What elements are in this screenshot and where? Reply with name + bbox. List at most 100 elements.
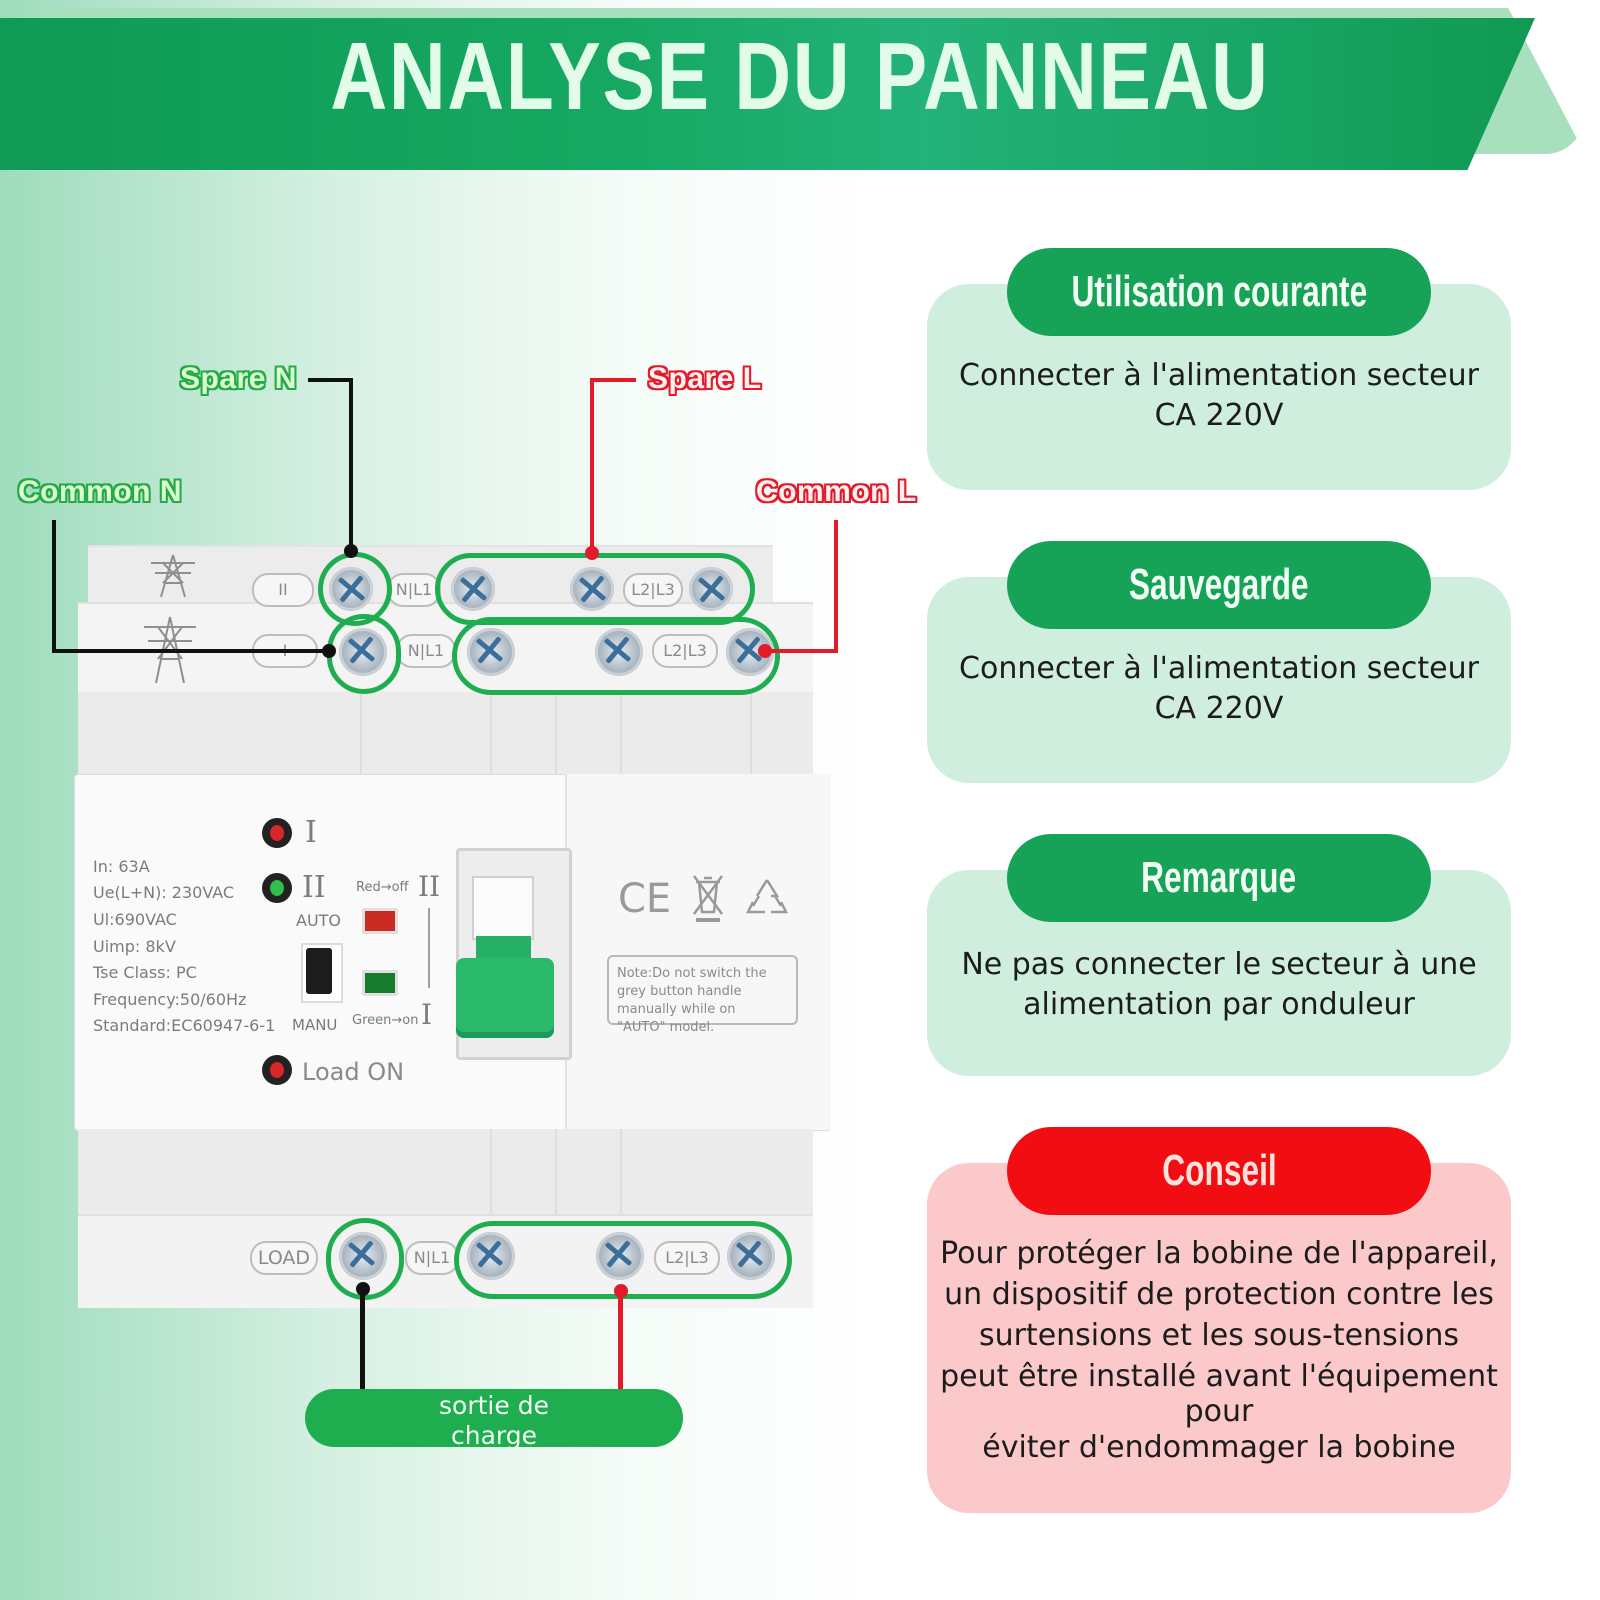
power-tower-icon	[151, 554, 195, 598]
led-label-two: II	[302, 870, 326, 905]
terminal-pill-l2l3: L2|L3	[652, 634, 718, 668]
red-off-label: Red→off	[356, 880, 409, 895]
wire-common-n-v	[52, 520, 56, 653]
wire-common-l-v	[834, 520, 838, 653]
terminal-pill-l2l3: L2|L3	[654, 1241, 720, 1275]
weee-bin-icon	[692, 875, 724, 922]
led-label-load-on: Load ON	[302, 1058, 405, 1086]
wire-load-l	[618, 1290, 623, 1392]
label-spare-n: Spare N	[180, 362, 297, 395]
label-spare-l: Spare L	[648, 362, 762, 395]
seam	[555, 692, 557, 774]
common-n-terminal-ring	[327, 614, 401, 694]
card-text-line: Connecter à l'alimentation secteur	[959, 651, 1479, 686]
label-common-l: Common L	[756, 475, 917, 508]
card-title-text: Remarque	[1141, 853, 1297, 902]
card-text-line: pour	[1184, 1394, 1254, 1429]
load-output-line2: charge	[451, 1421, 537, 1447]
card-conseil: Pour protéger la bobine de l'appareil, u…	[927, 1163, 1511, 1513]
seam	[750, 692, 752, 774]
wire-spare-l-h	[590, 378, 636, 382]
device-front-panel-right	[565, 774, 831, 1129]
screw-icon	[595, 628, 643, 676]
device-lower-body	[78, 1129, 813, 1214]
wire-common-l-h	[764, 649, 838, 653]
device-upper-body	[78, 692, 813, 774]
wire-spare-l-v	[590, 378, 594, 550]
wire-dot	[344, 544, 358, 558]
led-icon	[262, 818, 292, 848]
card-text-line: CA 220V	[1154, 691, 1284, 726]
ce-mark: CE	[618, 876, 672, 922]
card-title-text: Sauvegarde	[1129, 560, 1309, 609]
seam	[620, 692, 622, 774]
card-text-line: Connecter à l'alimentation secteur	[959, 358, 1479, 393]
seam	[490, 692, 492, 774]
wire-dot	[758, 644, 772, 658]
led-label-one: I	[305, 815, 317, 850]
terminal-pill-nl1: N|L1	[396, 634, 456, 668]
label-common-n: Common N	[18, 475, 182, 508]
red-indicator	[362, 908, 398, 934]
spec-line: In: 63A	[93, 857, 150, 876]
wire-dot	[585, 546, 599, 560]
scale-two-label: II	[418, 870, 441, 903]
mode-switch[interactable]	[306, 948, 332, 994]
phase-pill-two: II	[252, 573, 314, 607]
spec-line: Uimp: 8kV	[93, 937, 176, 956]
handle-stem	[476, 936, 531, 960]
page-title: ANALYSE DU PANNEAU	[330, 23, 1270, 130]
load-output-label: sortie de charge	[305, 1389, 683, 1447]
spec-line: Tse Class: PC	[93, 963, 197, 982]
seam	[620, 1129, 622, 1214]
wire-common-n-h	[52, 649, 330, 653]
card-title-utilisation: Utilisation courante	[1007, 248, 1431, 336]
load-n-terminal-ring	[326, 1218, 404, 1300]
spec-line: Ue(L+N): 230VAC	[93, 883, 235, 902]
card-text-line: alimentation par onduleur	[1023, 987, 1415, 1022]
wire-dot	[322, 644, 336, 658]
seam	[555, 1129, 557, 1214]
terminal-pill-nl1: N|L1	[387, 573, 441, 607]
common-l-terminal-ring	[452, 617, 780, 695]
switch-handle[interactable]	[456, 958, 554, 1038]
card-title-remarque: Remarque	[1007, 834, 1431, 922]
card-text-line: Ne pas connecter le secteur à une	[961, 947, 1477, 982]
spec-line: Frequency:50/60Hz	[93, 990, 247, 1009]
terminal-pill-nl1: N|L1	[405, 1241, 459, 1275]
led-icon	[262, 873, 292, 903]
spare-l-terminal-ring	[435, 553, 755, 625]
scale-one-label: I	[421, 998, 433, 1031]
wire-spare-n-v	[349, 378, 353, 550]
seam	[490, 1129, 492, 1214]
green-indicator	[362, 970, 398, 996]
recycle-icon	[745, 879, 789, 914]
screw-icon	[570, 567, 614, 611]
card-text-line: éviter d'endommager la bobine	[982, 1430, 1456, 1465]
card-title-text: Conseil	[1161, 1146, 1277, 1195]
wire-spare-n-h	[308, 378, 353, 382]
scale-arrow	[428, 908, 430, 988]
screw-icon	[596, 1232, 644, 1280]
spec-line: Standard:EC60947-6-1	[93, 1016, 276, 1035]
card-title-sauvegarde: Sauvegarde	[1007, 541, 1431, 629]
handle-window	[472, 876, 534, 940]
spec-line: Ul:690VAC	[93, 910, 177, 929]
title-banner	[0, 18, 1535, 170]
card-text-line: CA 220V	[1154, 398, 1284, 433]
seam	[360, 692, 362, 774]
card-text-line: Pour protéger la bobine de l'appareil,	[940, 1236, 1498, 1271]
mode-manu-label: MANU	[292, 1016, 338, 1034]
card-text-line: un dispositif de protection contre les	[944, 1277, 1494, 1312]
warning-note: Note:Do not switch the grey button handl…	[607, 955, 798, 1035]
card-text-line: peut être installé avant l'équipement	[940, 1359, 1498, 1394]
card-title-text: Utilisation courante	[1071, 267, 1367, 316]
load-output-line1: sortie de	[439, 1391, 549, 1420]
led-icon	[262, 1055, 292, 1085]
green-on-label: Green→on	[352, 1013, 419, 1028]
wire-load-n	[360, 1288, 365, 1392]
terminal-pill-l2l3: L2|L3	[623, 573, 683, 607]
mode-auto-label: AUTO	[296, 911, 342, 930]
card-text-line: surtensions et les sous-tensions	[978, 1318, 1460, 1353]
card-title-conseil: Conseil	[1007, 1127, 1431, 1215]
